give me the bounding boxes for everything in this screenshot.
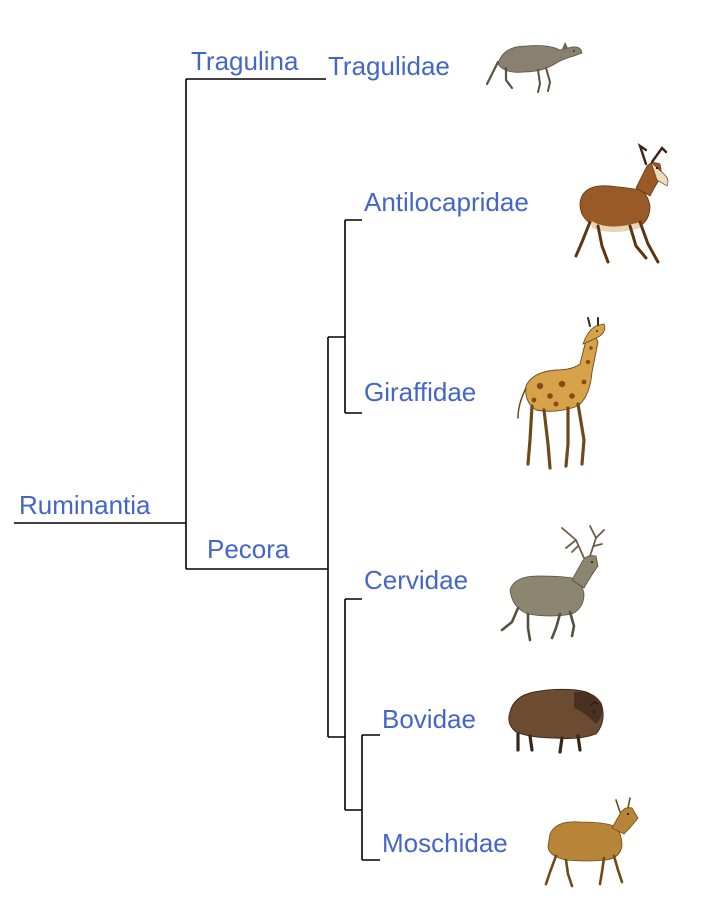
label-tragulidae: Tragulidae [328,51,450,81]
label-bovidae: Bovidae [382,704,476,734]
label-moschidae: Moschidae [382,828,508,858]
label-pecora: Pecora [207,534,290,564]
label-giraffidae: Giraffidae [364,377,476,407]
tree-labels: Ruminantia Tragulina Pecora Tragulidae A… [19,46,529,858]
stag-illustration [500,525,605,642]
tree-branches [14,78,380,861]
pronghorn-illustration [574,143,669,264]
label-ruminantia: Ruminantia [19,490,151,520]
mouse-deer-illustration [485,42,583,93]
giraffe-illustration [517,317,606,470]
label-tragulina: Tragulina [191,46,299,76]
bison-illustration [508,688,604,754]
label-cervidae: Cervidae [364,565,468,595]
label-antilocapridae: Antilocapridae [364,187,529,217]
musk-deer-illustration [544,797,639,888]
